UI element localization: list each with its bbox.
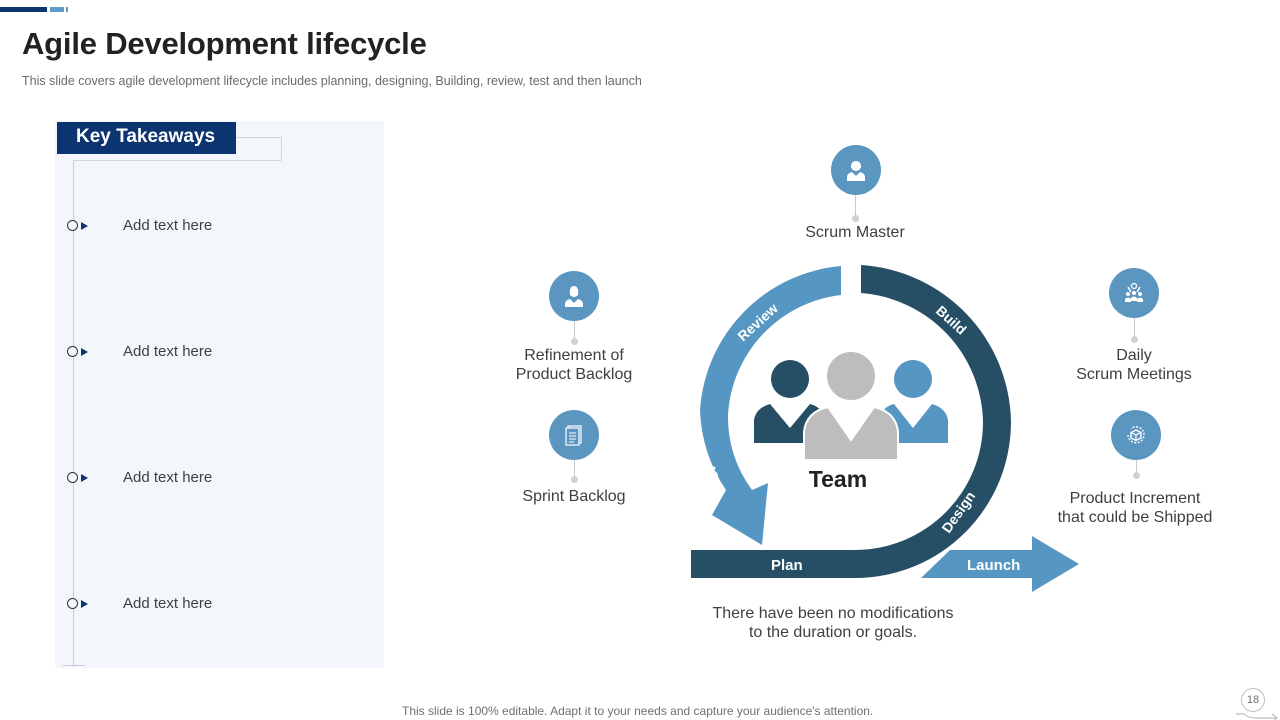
page-title: Agile Development lifecycle bbox=[22, 26, 427, 61]
takeaway-text[interactable]: Add text here bbox=[123, 217, 213, 234]
page-subtitle: This slide covers agile development life… bbox=[22, 74, 642, 88]
connector-line bbox=[1134, 318, 1135, 336]
sprint-backlog-node bbox=[549, 410, 599, 460]
stage-label-plan: Plan bbox=[771, 557, 803, 574]
woman-user-icon bbox=[565, 286, 583, 307]
box-cycle-icon bbox=[1127, 426, 1145, 444]
takeaway-item[interactable]: Add text here bbox=[67, 342, 367, 362]
refinement-node bbox=[549, 271, 599, 321]
bullet-circle-icon bbox=[67, 346, 78, 357]
daily-scrum-label: Daily Scrum Meetings bbox=[1076, 347, 1192, 383]
meeting-group-icon bbox=[1125, 282, 1143, 302]
takeaway-text[interactable]: Add text here bbox=[123, 469, 213, 486]
bullet-circle-icon bbox=[67, 598, 78, 609]
timeline-foot bbox=[63, 665, 85, 666]
next-arrow-icon bbox=[1236, 713, 1278, 720]
bullet-arrow-icon bbox=[81, 347, 88, 356]
connector-line bbox=[855, 195, 856, 215]
connector-line bbox=[574, 460, 575, 477]
bullet-arrow-icon bbox=[81, 599, 88, 608]
agile-cycle-diagram: Review Build Test Design Plan Launch bbox=[691, 265, 1079, 592]
top-accent-bar-dark bbox=[0, 7, 47, 12]
connector-line bbox=[574, 321, 575, 338]
cycle-note: There have been no modifications to the … bbox=[712, 605, 954, 641]
connector-dot bbox=[852, 215, 859, 222]
top-accent-bar-tick bbox=[66, 7, 68, 12]
connector-dot bbox=[571, 338, 578, 345]
key-takeaways-panel bbox=[55, 121, 384, 668]
daily-scrum-node bbox=[1109, 268, 1159, 318]
document-icon bbox=[565, 425, 582, 446]
footer-text: This slide is 100% editable. Adapt it to… bbox=[402, 704, 874, 718]
sprint-backlog-label: Sprint Backlog bbox=[522, 488, 626, 505]
takeaway-item[interactable]: Add text here bbox=[67, 594, 367, 614]
bullet-circle-icon bbox=[67, 220, 78, 231]
woman-user-icon bbox=[847, 161, 865, 181]
top-accent-bar-light bbox=[50, 7, 64, 12]
timeline-line bbox=[73, 161, 74, 667]
bullet-arrow-icon bbox=[81, 473, 88, 482]
team-icon bbox=[754, 350, 948, 461]
team-label: Team bbox=[808, 466, 868, 492]
page-number: 18 bbox=[1241, 688, 1265, 712]
connector-line bbox=[1136, 460, 1137, 475]
product-increment-node bbox=[1111, 410, 1161, 460]
connector-dot bbox=[571, 476, 578, 483]
bullet-circle-icon bbox=[67, 472, 78, 483]
page-number-badge: 18 bbox=[1234, 686, 1280, 720]
stage-label-launch: Launch bbox=[967, 557, 1020, 574]
takeaway-text[interactable]: Add text here bbox=[123, 595, 213, 612]
takeaway-text[interactable]: Add text here bbox=[123, 343, 213, 360]
takeaway-item[interactable]: Add text here bbox=[67, 468, 367, 488]
refinement-label: Refinement of Product Backlog bbox=[515, 347, 633, 383]
bullet-arrow-icon bbox=[81, 221, 88, 230]
connector-dot bbox=[1133, 472, 1140, 479]
scrum-master-node bbox=[831, 145, 881, 195]
review-test-arc bbox=[700, 266, 841, 545]
connector-dot bbox=[1131, 336, 1138, 343]
launch-arrow bbox=[921, 536, 1079, 592]
takeaway-item[interactable]: Add text here bbox=[67, 216, 367, 236]
product-increment-label: Product Increment that could be Shipped bbox=[1057, 490, 1213, 526]
scrum-master-label: Scrum Master bbox=[805, 224, 905, 241]
key-takeaways-heading: Key Takeaways bbox=[57, 122, 236, 154]
